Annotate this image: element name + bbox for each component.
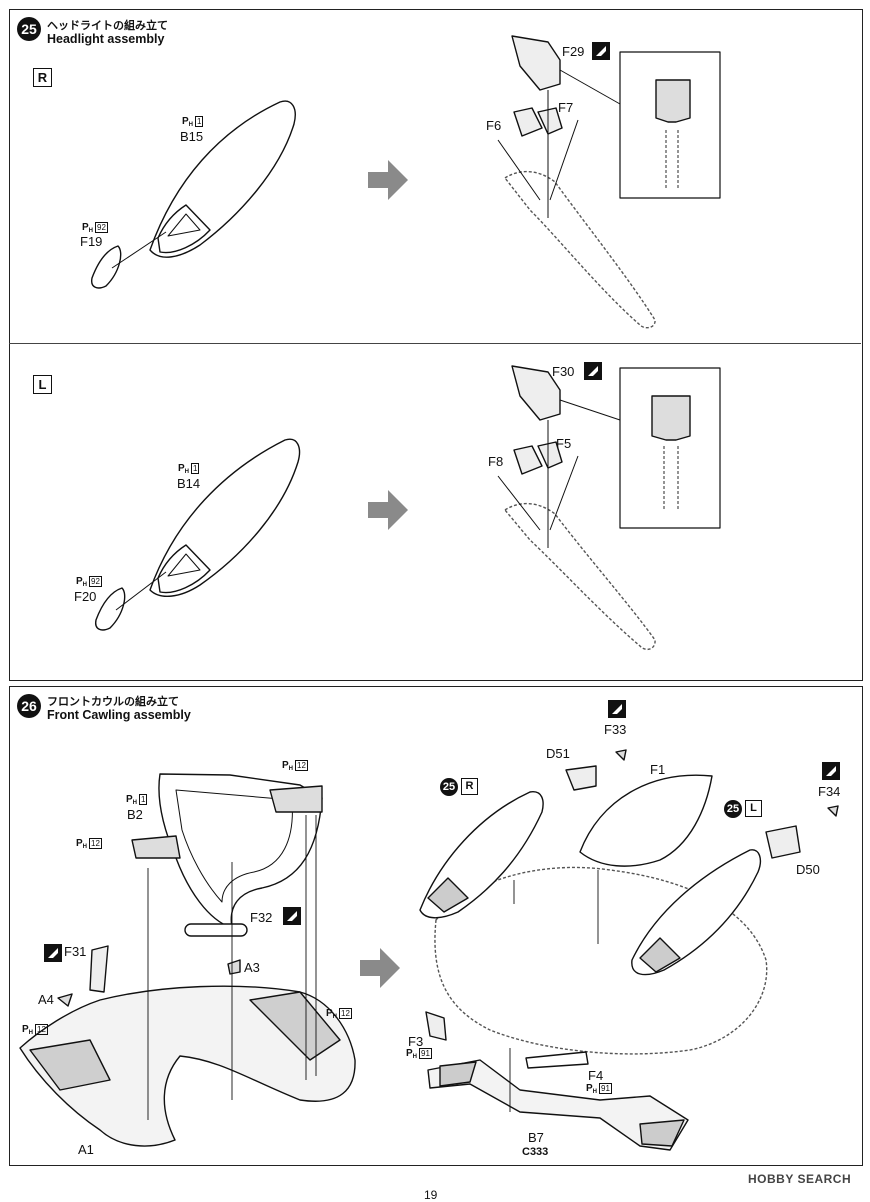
ref-side-l: L xyxy=(745,800,762,817)
part-label-f30: F30 xyxy=(552,364,575,379)
side-marker-l: L xyxy=(33,375,52,394)
side-marker-r: R xyxy=(33,68,52,87)
part-label-d51: D51 xyxy=(546,746,570,761)
ref-step-25-r: 25 xyxy=(440,778,458,796)
step-26-title-en: Front Cawling assembly xyxy=(47,708,191,722)
paint-mark-icon xyxy=(584,362,602,380)
part-label-a4: A4 xyxy=(38,992,54,1007)
part-label-f32: F32 xyxy=(250,910,273,925)
paint-mark-icon xyxy=(283,907,301,925)
part-label-f7: F7 xyxy=(558,100,574,115)
part-label-f20: F20 xyxy=(74,589,97,604)
part-label-b15: B15 xyxy=(180,129,204,144)
part-label-f8: F8 xyxy=(488,454,504,469)
part-label-b7: B7 xyxy=(528,1130,544,1145)
part-label-a3: A3 xyxy=(244,960,260,975)
part-label-f33: F33 xyxy=(604,722,627,737)
step-arrow-icon xyxy=(368,490,408,530)
part-label-f4: F4 xyxy=(588,1068,604,1083)
paint-mark-icon xyxy=(44,944,62,962)
step-26-frame xyxy=(9,686,863,1166)
part-label-f5: F5 xyxy=(556,436,572,451)
step-arrow-icon xyxy=(360,948,400,988)
ref-side-r: R xyxy=(461,778,478,795)
step-25-title-jp: ヘッドライトの組み立て xyxy=(47,19,168,32)
part-label-a1: A1 xyxy=(78,1142,94,1157)
part-label-f19: F19 xyxy=(80,234,103,249)
ref-step-25-l: 25 xyxy=(724,800,742,818)
part-label-f31: F31 xyxy=(64,944,87,959)
paint-mark-icon xyxy=(608,700,626,718)
part-label-d50: D50 xyxy=(796,862,820,877)
step-26-title-jp: フロントカウルの組み立て xyxy=(47,695,179,708)
section-divider xyxy=(9,343,861,344)
paint-mark-icon xyxy=(822,762,840,780)
step-25-frame xyxy=(9,9,863,681)
step-arrow-icon xyxy=(368,160,408,200)
part-label-c333: C333 xyxy=(522,1146,549,1158)
page-number: 19 xyxy=(424,1188,438,1202)
step-number-25: 25 xyxy=(17,17,41,41)
paint-mark-icon xyxy=(592,42,610,60)
part-label-f1: F1 xyxy=(650,762,666,777)
part-label-f29: F29 xyxy=(562,44,585,59)
watermark: HOBBY SEARCH xyxy=(748,1172,852,1186)
step-number-26: 26 xyxy=(17,694,41,718)
step-25-title-en: Headlight assembly xyxy=(47,32,165,46)
part-label-b14: B14 xyxy=(177,476,201,491)
part-label-b2: B2 xyxy=(127,807,143,822)
part-label-f6: F6 xyxy=(486,118,502,133)
part-label-f34: F34 xyxy=(818,784,841,799)
part-label-f3: F3 xyxy=(408,1034,424,1049)
